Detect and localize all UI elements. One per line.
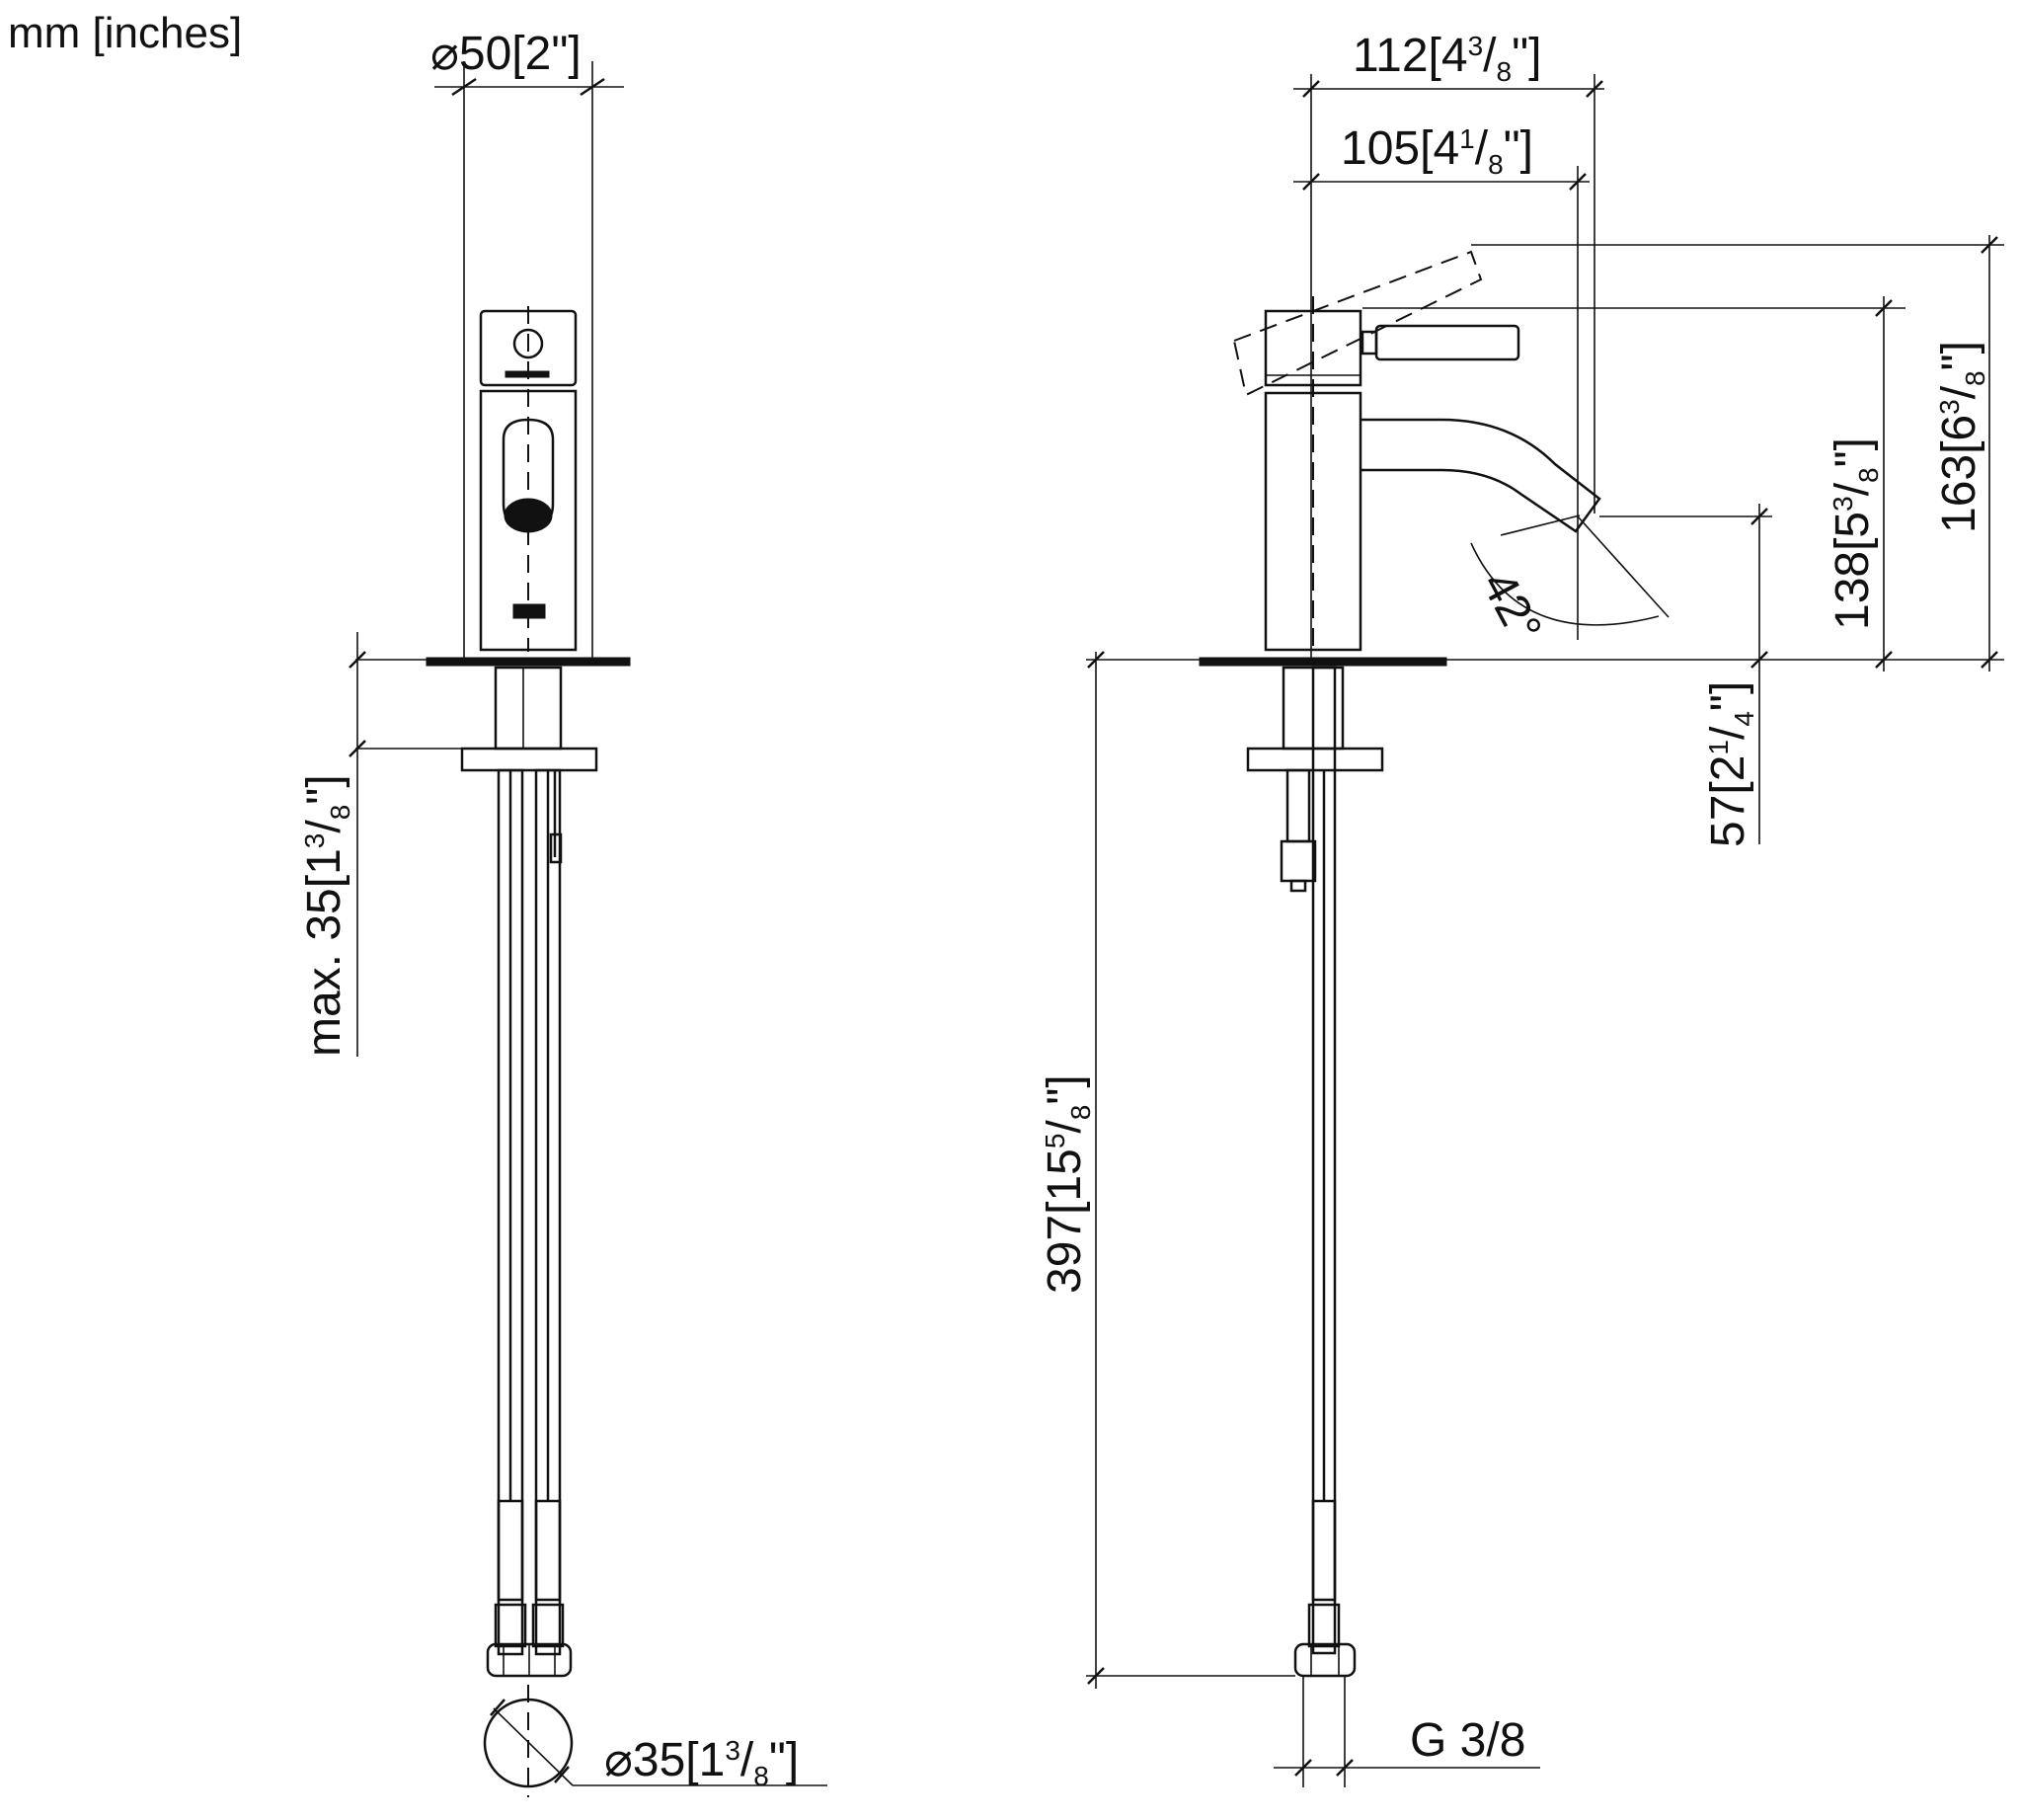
connection-thread-dimension: G 3/8 <box>1410 1714 1525 1767</box>
side-lever-handle <box>1374 324 1520 361</box>
overall-depth-dimension: 112[43/8"] <box>1353 30 1541 87</box>
lever-angle-dimension: 42° <box>1471 563 1551 651</box>
spout-reach-dimension: 105[41/8"] <box>1341 122 1533 180</box>
hole-diameter-dimension: ⌀35[13/8"] <box>604 1734 799 1791</box>
front-lever-knob <box>512 328 544 359</box>
top-diameter-dimension: ⌀50[2"] <box>430 28 582 80</box>
lever-raised-outline <box>1232 250 1483 397</box>
side-counter-plate <box>1199 657 1447 667</box>
side-lever-head <box>1264 309 1362 387</box>
side-hose <box>1311 666 1337 1655</box>
hose-length-dimension: 397[155/8"] <box>1039 1074 1096 1294</box>
side-spout <box>1361 418 1601 533</box>
lever-height-dimension: 138[53/8"] <box>1827 437 1884 630</box>
front-counter-plate <box>426 657 631 667</box>
total-height-dimension: 163[63/8"] <box>1933 341 1990 533</box>
side-view: 112[43/8"] 105[41/8"] 42° <box>1039 30 2004 1787</box>
front-view: ⌀50[2"] <box>298 28 827 1797</box>
units-label: mm [inches] <box>8 9 242 57</box>
counter-thickness-dimension: max. 35[13/8"] <box>298 774 355 1057</box>
spout-height-dimension: 57[21/4"] <box>1702 681 1759 847</box>
